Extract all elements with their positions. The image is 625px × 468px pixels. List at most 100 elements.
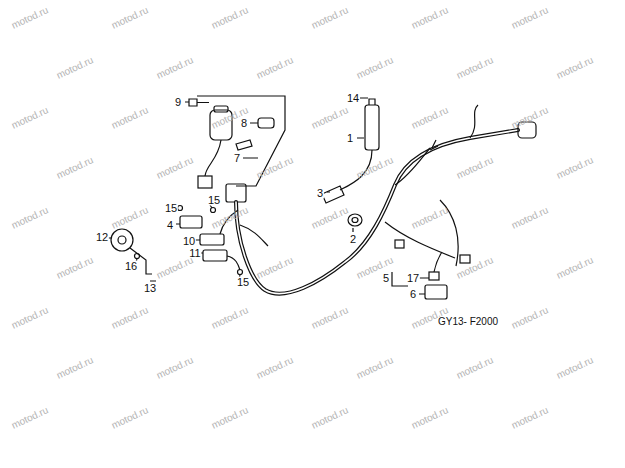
watermark: motod.ru xyxy=(510,405,550,431)
watermark: motod.ru xyxy=(310,5,350,31)
watermark: motod.ru xyxy=(310,305,350,331)
fuse xyxy=(429,272,439,280)
watermark: motod.ru xyxy=(255,355,295,381)
watermark: motod.ru xyxy=(55,255,95,281)
wire-harness-inner xyxy=(236,130,518,294)
watermark: motod.ru xyxy=(255,255,295,281)
diagram-code: GY13- F2000 xyxy=(437,317,499,327)
bolt xyxy=(189,99,209,106)
watermark: motod.ru xyxy=(555,55,595,81)
watermark: motod.ru xyxy=(410,205,450,231)
switch-connector xyxy=(198,176,212,188)
watermark: motod.ru xyxy=(410,405,450,431)
watermark: motod.ru xyxy=(210,305,250,331)
watermark: motod.ru xyxy=(10,5,50,31)
watermark: motod.ru xyxy=(155,55,195,81)
watermark: motod.ru xyxy=(510,305,550,331)
callout-number: 4 xyxy=(166,220,174,231)
relay xyxy=(180,216,202,228)
watermark: motod.ru xyxy=(55,355,95,381)
watermark: motod.ru xyxy=(255,155,295,181)
callout-number: 15 xyxy=(236,277,250,288)
watermark: motod.ru xyxy=(255,55,295,81)
wire-harness xyxy=(236,130,518,294)
grommet xyxy=(348,214,362,226)
horn xyxy=(111,229,133,251)
callout-number: 14 xyxy=(346,93,360,104)
watermark: motod.ru xyxy=(55,155,95,181)
relay xyxy=(200,234,224,245)
watermark: motod.ru xyxy=(510,105,550,131)
watermark: motod.ru xyxy=(210,5,250,31)
bolt xyxy=(135,254,140,259)
harness-branch xyxy=(395,140,438,185)
callout-number: 1 xyxy=(346,133,354,144)
callout-number: 9 xyxy=(174,97,182,108)
watermark: motod.ru xyxy=(555,255,595,281)
watermark: motod.ru xyxy=(110,5,150,31)
lock-piece xyxy=(236,140,252,150)
watermark: motod.ru xyxy=(455,355,495,381)
coil-terminal xyxy=(369,99,375,105)
watermark: motod.ru xyxy=(510,205,550,231)
watermark: motod.ru xyxy=(55,55,95,81)
callout-number: 8 xyxy=(240,118,248,129)
watermark: motod.ru xyxy=(455,255,495,281)
module xyxy=(226,184,246,202)
watermark: motod.ru xyxy=(210,405,250,431)
watermark: motod.ru xyxy=(455,155,495,181)
watermark: motod.ru xyxy=(210,205,250,231)
watermark: motod.ru xyxy=(10,405,50,431)
harness-branch xyxy=(385,105,478,266)
watermark: motod.ru xyxy=(310,105,350,131)
callout-number: 2 xyxy=(349,234,357,245)
fuse-wire xyxy=(434,252,442,272)
screw xyxy=(211,208,216,213)
grommet-hole xyxy=(352,218,358,223)
watermark: motod.ru xyxy=(355,155,395,181)
watermark: motod.ru xyxy=(10,205,50,231)
watermark: motod.ru xyxy=(110,205,150,231)
ignition-coil xyxy=(365,105,379,150)
watermark: motod.ru xyxy=(555,155,595,181)
connector xyxy=(460,255,470,263)
watermark: motod.ru xyxy=(410,105,450,131)
connector xyxy=(395,240,404,248)
watermark: motod.ru xyxy=(110,405,150,431)
watermark: motod.ru xyxy=(155,355,195,381)
callout-number: 6 xyxy=(409,289,417,300)
watermark: motod.ru xyxy=(410,5,450,31)
callout-number: 16 xyxy=(124,261,138,272)
screw xyxy=(178,206,183,211)
watermark: motod.ru xyxy=(310,205,350,231)
watermark: motod.ru xyxy=(110,305,150,331)
callout-number: 17 xyxy=(406,273,420,284)
relay xyxy=(203,250,227,261)
switch-cap xyxy=(214,106,228,112)
callout-number: 13 xyxy=(143,283,157,294)
key-cylinder xyxy=(258,118,274,128)
watermark: motod.ru xyxy=(510,5,550,31)
watermark: motod.ru xyxy=(455,55,495,81)
callout-number: 12 xyxy=(95,232,109,243)
watermark: motod.ru xyxy=(110,105,150,131)
screw xyxy=(238,270,243,275)
watermark: motod.ru xyxy=(355,55,395,81)
callout-number: 7 xyxy=(233,153,241,164)
watermark: motod.ru xyxy=(155,155,195,181)
relay-wire xyxy=(227,256,240,270)
callout-number: 10 xyxy=(182,236,196,247)
callout-number: 3 xyxy=(316,188,324,199)
watermark: motod.ru xyxy=(10,105,50,131)
watermark: motod.ru xyxy=(310,405,350,431)
callout-number: 5 xyxy=(382,273,390,284)
switch-wire xyxy=(205,140,221,176)
callout-number: 15 xyxy=(207,195,221,206)
horn-center xyxy=(118,236,126,244)
watermark: motod.ru xyxy=(155,255,195,281)
callout-number: 15 xyxy=(164,203,178,214)
watermark: motod.ru xyxy=(10,305,50,331)
leader-line xyxy=(108,98,429,294)
fuse-box xyxy=(425,285,447,299)
